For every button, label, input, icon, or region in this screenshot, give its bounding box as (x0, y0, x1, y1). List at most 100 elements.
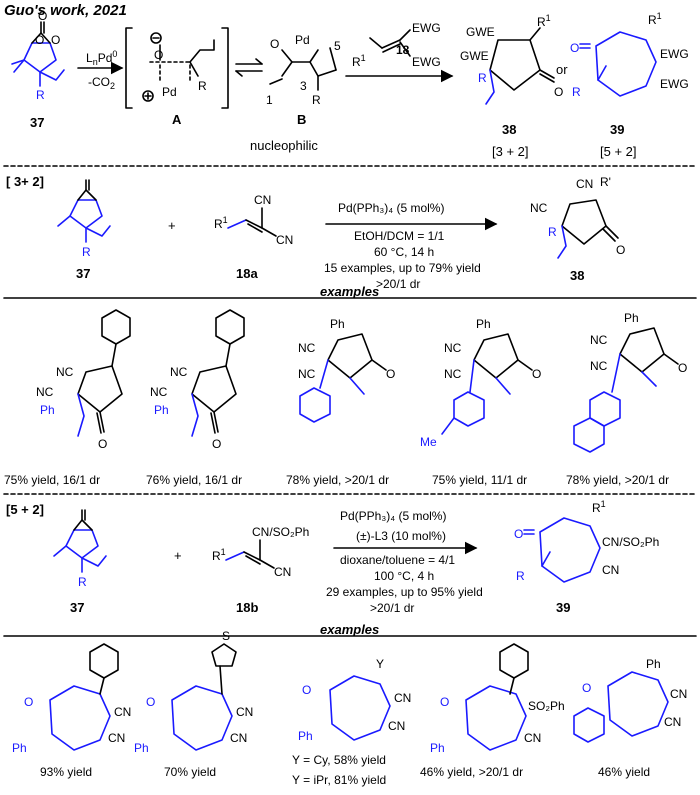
svg-text:NC: NC (444, 341, 462, 355)
section32-examples-label: examples (320, 284, 379, 299)
svg-text:Ph: Ph (40, 403, 55, 417)
ex52-yield-2: 70% yield (164, 765, 216, 779)
svg-text:R1: R1 (592, 499, 606, 515)
svg-text:NC: NC (36, 385, 54, 399)
svg-text:NC: NC (150, 385, 168, 399)
product-38-label: 38 (502, 122, 516, 137)
type-32-label: [3 + 2] (492, 144, 529, 159)
compound-38-32 (557, 199, 619, 259)
svg-text:3: 3 (300, 79, 307, 93)
svg-text:O: O (98, 437, 107, 451)
svg-text:O: O (532, 367, 541, 381)
svg-text:GWE: GWE (466, 25, 495, 39)
product-39-mechanism (579, 31, 657, 97)
svg-text:R1: R1 (352, 53, 366, 69)
svg-text:Ph: Ph (12, 741, 27, 755)
svg-text:GWE: GWE (460, 49, 489, 63)
svg-text:O: O (570, 41, 579, 55)
svg-text:CN: CN (276, 233, 293, 247)
svg-text:O: O (678, 361, 687, 375)
svg-text:CN: CN (236, 705, 253, 719)
compound-37-32 (57, 179, 111, 243)
svg-text:Me: Me (420, 435, 437, 449)
svg-text:NC: NC (298, 367, 316, 381)
intermediate-B (269, 47, 337, 91)
ex32-yield-2: 76% yield, 16/1 dr (146, 473, 242, 487)
svg-text:+: + (168, 218, 176, 233)
svg-text:CN: CN (602, 563, 619, 577)
svg-text:Ph: Ph (430, 741, 445, 755)
svg-text:O: O (51, 33, 60, 47)
svg-text:CN/SO₂Ph: CN/SO₂Ph (252, 525, 309, 539)
cond32-3: 60 °C, 14 h (374, 245, 434, 259)
svg-text:R1: R1 (212, 547, 226, 563)
cond52-4: 100 °C, 4 h (374, 569, 434, 583)
cond52-5: 29 examples, up to 95% yield (326, 585, 483, 599)
ex52-yield-1: 93% yield (40, 765, 92, 779)
svg-text:NC: NC (298, 341, 316, 355)
svg-text:NC: NC (170, 365, 188, 379)
svg-text:Ph: Ph (330, 317, 345, 331)
svg-text:EWG: EWG (660, 77, 689, 91)
svg-text:O: O (24, 695, 33, 709)
example-52-1 (49, 643, 119, 751)
svg-text:Ph: Ph (154, 403, 169, 417)
svg-text:O: O (514, 527, 523, 541)
ex52-yield-5: 46% yield, >20/1 dr (420, 765, 523, 779)
svg-text:-CO2: -CO2 (88, 75, 115, 91)
cond52-2: (±)-L3 (10 mol%) (356, 529, 446, 543)
svg-text:O: O (582, 681, 591, 695)
intermediate-A (125, 27, 229, 109)
example-32-1 (77, 309, 131, 437)
product-38-mechanism (485, 27, 555, 105)
svg-text:EWG: EWG (412, 55, 441, 69)
svg-text:NC: NC (56, 365, 74, 379)
svg-text:R: R (78, 575, 87, 589)
cond32-2: EtOH/DCM = 1/1 (354, 229, 445, 243)
svg-text:R: R (572, 85, 581, 99)
svg-text:Ph: Ph (646, 657, 661, 671)
svg-text:R: R (516, 569, 525, 583)
section52-compound39: 39 (556, 600, 570, 615)
svg-text:Ph: Ph (476, 317, 491, 331)
svg-text:Y: Y (376, 657, 384, 671)
svg-text:NC: NC (590, 359, 608, 373)
svg-text:R1: R1 (537, 13, 551, 29)
cond32-4: 15 examples, up to 79% yield (324, 261, 481, 275)
cond32-5: >20/1 dr (376, 277, 420, 291)
svg-text:R: R (198, 79, 207, 93)
svg-text:CN/SO₂Ph: CN/SO₂Ph (602, 535, 659, 549)
svg-text:CN: CN (108, 731, 125, 745)
svg-text:R: R (312, 93, 321, 107)
section32-compound38: 38 (570, 268, 584, 283)
example-32-2 (191, 309, 245, 437)
svg-text:NC: NC (444, 367, 462, 381)
cond52-3: dioxane/toluene = 4/1 (340, 553, 455, 567)
compound-37-52 (53, 509, 107, 573)
compound-18b (225, 539, 275, 569)
ex52-yield-6: 46% yield (598, 765, 650, 779)
cond52-6: >20/1 dr (370, 601, 414, 615)
svg-text:CN: CN (524, 731, 541, 745)
compound-37-label: 37 (30, 115, 44, 130)
svg-text:O: O (386, 367, 395, 381)
example-52-2 (171, 643, 237, 751)
svg-text:+: + (174, 548, 182, 563)
intermediate-B-label: B (297, 112, 306, 127)
example-52-5 (573, 671, 669, 743)
header-title: Guo's work, 2021 (4, 2, 127, 19)
svg-text:R: R (36, 88, 45, 102)
svg-text:1: 1 (266, 93, 273, 107)
svg-text:O: O (302, 683, 311, 697)
svg-text:LnPd0: LnPd0 (86, 49, 117, 67)
example-32-5 (573, 327, 679, 453)
svg-text:O: O (270, 37, 279, 51)
svg-text:Ph: Ph (624, 311, 639, 325)
svg-text:CN: CN (576, 177, 593, 191)
section32-compound18a: 18a (236, 266, 258, 281)
svg-text:Ph: Ph (298, 729, 313, 743)
product-39-label: 39 (610, 122, 624, 137)
svg-text:O: O (616, 243, 625, 257)
svg-text:NC: NC (590, 333, 608, 347)
svg-text:O: O (440, 695, 449, 709)
